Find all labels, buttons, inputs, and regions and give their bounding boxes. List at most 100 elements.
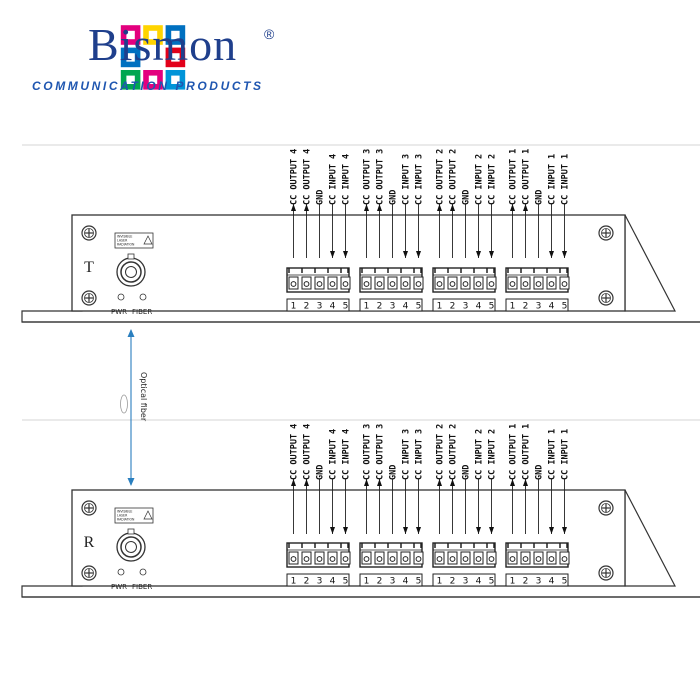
signal-label: GND: [462, 190, 472, 205]
signal-label: CC OUTPUT 3: [363, 149, 373, 205]
screw-icon: [598, 500, 614, 516]
signal-label: CC OUTPUT 4: [290, 149, 300, 205]
terminal-screw-icon: [546, 551, 557, 565]
signal-wire: [489, 204, 494, 258]
signal-label: CC OUTPUT 2: [436, 424, 446, 480]
arrow-down-icon: [416, 251, 421, 258]
pin-number: 2: [304, 302, 310, 312]
arrow-up-icon: [364, 479, 369, 486]
arrow-up-icon: [304, 204, 309, 211]
pin-number: 2: [523, 302, 529, 312]
fiber-port-icon: [116, 253, 146, 287]
signal-wire: [377, 204, 382, 258]
terminal-screw-icon: [434, 276, 445, 290]
pin-number-strip: [432, 298, 496, 312]
terminal-screw-icon: [473, 551, 484, 565]
signal-label: CC OUTPUT 2: [449, 149, 459, 205]
terminal-screw-icon: [413, 276, 424, 290]
logo-square-inner: [126, 53, 135, 62]
pin-number: 4: [476, 577, 482, 587]
pin-number: 1: [364, 302, 370, 312]
pin-number: 4: [549, 302, 555, 312]
arrow-up-icon: [364, 204, 369, 211]
pin-number: 3: [463, 302, 469, 312]
signal-wire: [364, 479, 369, 534]
signal-wire: [562, 204, 567, 258]
pin-number: 1: [437, 302, 443, 312]
pin-number-strip: [359, 298, 423, 312]
pin-number: 2: [304, 577, 310, 587]
laser-hazard-icon: [143, 510, 153, 520]
svg-text:LASER: LASER: [117, 514, 128, 518]
terminal-screw-icon: [387, 551, 398, 565]
signal-label: GND: [389, 190, 399, 205]
pin-number: 2: [450, 302, 456, 312]
arrow-down-icon: [489, 527, 494, 534]
arrow-up-icon: [127, 329, 135, 337]
terminal-screw-icon: [546, 276, 557, 290]
signal-wire: [450, 479, 455, 534]
terminal-screw-icon: [400, 551, 411, 565]
signal-label: GND: [389, 465, 399, 480]
fiber-label: FIBER: [132, 308, 152, 316]
signal-wire: [510, 479, 515, 534]
signal-label: CC OUTPUT 3: [376, 149, 386, 205]
signal-label: CC OUTPUT 1: [509, 424, 519, 480]
pin-number: 4: [330, 302, 336, 312]
signal-label: CC INPUT 2: [475, 429, 485, 480]
signal-wire: [291, 204, 296, 258]
terminal-screw-icon: [340, 551, 351, 565]
svg-text:RADIATION: RADIATION: [117, 518, 135, 522]
terminal-screw-icon: [447, 551, 458, 565]
fiber-port-icon: [116, 528, 146, 562]
terminal-screw-icon: [361, 276, 372, 290]
signal-wire: [450, 204, 455, 258]
logo-square-inner: [126, 75, 135, 84]
terminal-screw-icon: [559, 276, 570, 290]
terminal-screw-icon: [301, 276, 312, 290]
signal-label: CC INPUT 4: [342, 429, 352, 480]
signal-wire: [562, 479, 567, 534]
brand-tagline: COMMUNICATION PRODUCTS: [32, 79, 264, 93]
signal-wire: [330, 204, 335, 258]
device-chassis: [71, 489, 626, 587]
pin-number-strip: [359, 573, 423, 587]
pin-number: 1: [291, 302, 297, 312]
unit-side-label: T: [84, 259, 94, 276]
pin-number: 1: [364, 577, 370, 587]
pin-number: 3: [536, 577, 542, 587]
screw-icon: [81, 565, 97, 581]
arrow-down-icon: [127, 478, 135, 486]
signal-wire: [510, 204, 515, 258]
screw-icon: [81, 225, 97, 241]
signal-wire: [437, 479, 442, 534]
pin-number: 4: [330, 577, 336, 587]
pin-number: 5: [416, 302, 422, 312]
pin-number: 1: [291, 577, 297, 587]
pin-number: 1: [510, 577, 516, 587]
arrow-up-icon: [291, 204, 296, 211]
arrow-up-icon: [523, 479, 528, 486]
arrow-up-icon: [510, 204, 515, 211]
registered-mark: ®: [264, 26, 275, 42]
arrow-up-icon: [437, 479, 442, 486]
screw-icon: [598, 225, 614, 241]
fiber-label: FIBER: [132, 583, 152, 591]
signal-label: CC OUTPUT 4: [303, 424, 313, 480]
signal-label: CC INPUT 2: [488, 429, 498, 480]
pin-number: 1: [510, 302, 516, 312]
signal-label: CC INPUT 2: [475, 154, 485, 205]
signal-label: CC INPUT 3: [415, 429, 425, 480]
arrow-up-icon: [510, 479, 515, 486]
terminal-screw-icon: [520, 551, 531, 565]
arrow-up-icon: [377, 204, 382, 211]
terminal-screw-icon: [288, 276, 299, 290]
terminal-screw-icon: [327, 276, 338, 290]
signal-wire: [416, 479, 421, 534]
signal-label: CC OUTPUT 2: [436, 149, 446, 205]
pin-number: 5: [562, 577, 568, 587]
